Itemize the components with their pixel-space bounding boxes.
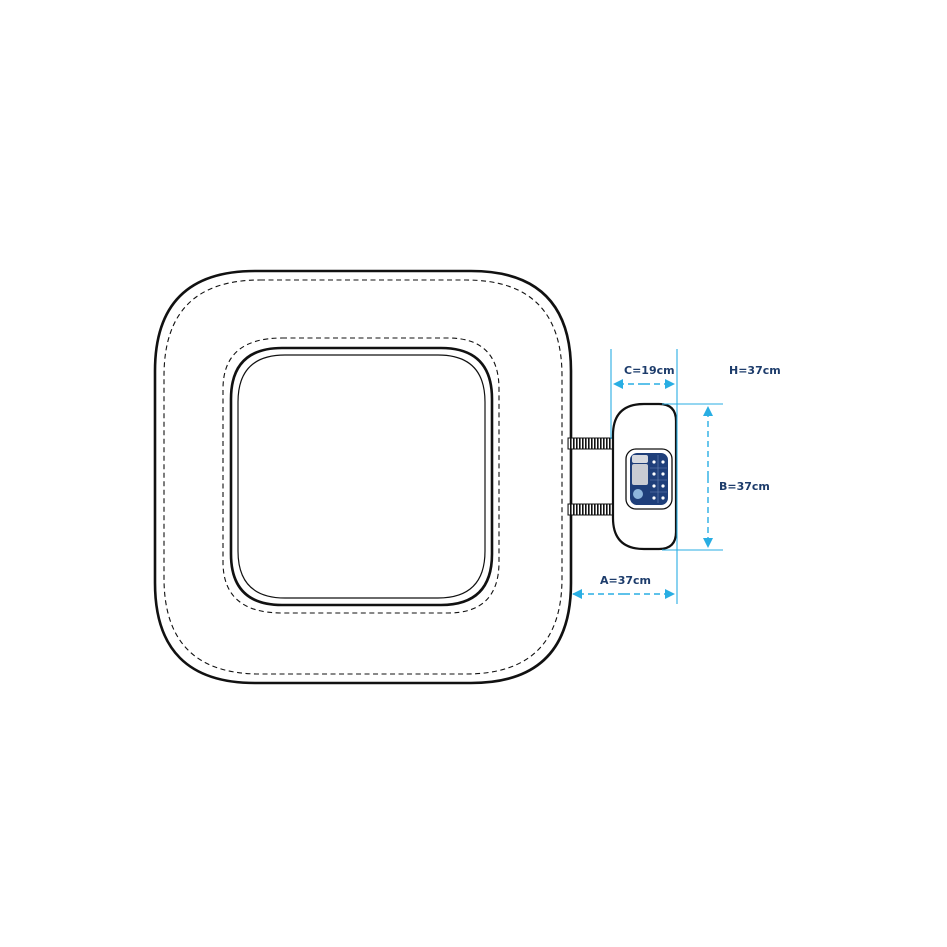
label-b: B=37cm	[719, 480, 770, 493]
inner-stitch	[222, 337, 500, 614]
inner-rim-inner	[237, 354, 486, 599]
hose-icon	[567, 437, 619, 516]
panel-screen-top	[632, 455, 648, 463]
label-h: H=37cm	[729, 364, 781, 377]
dimension-arrows	[572, 379, 713, 599]
hose-top	[567, 437, 619, 450]
dimension-lines	[610, 349, 723, 604]
hose-bottom	[567, 503, 619, 516]
dimension-labels: C=19cm H=37cm B=37cm A=37cm	[600, 364, 781, 587]
panel-power-button	[633, 489, 643, 499]
control-panel-icon	[625, 448, 673, 510]
panel-screen	[632, 464, 648, 485]
label-a: A=37cm	[600, 574, 651, 587]
label-c: C=19cm	[624, 364, 675, 377]
tub-opening	[222, 337, 500, 614]
tub-outer-stitch	[163, 279, 563, 675]
